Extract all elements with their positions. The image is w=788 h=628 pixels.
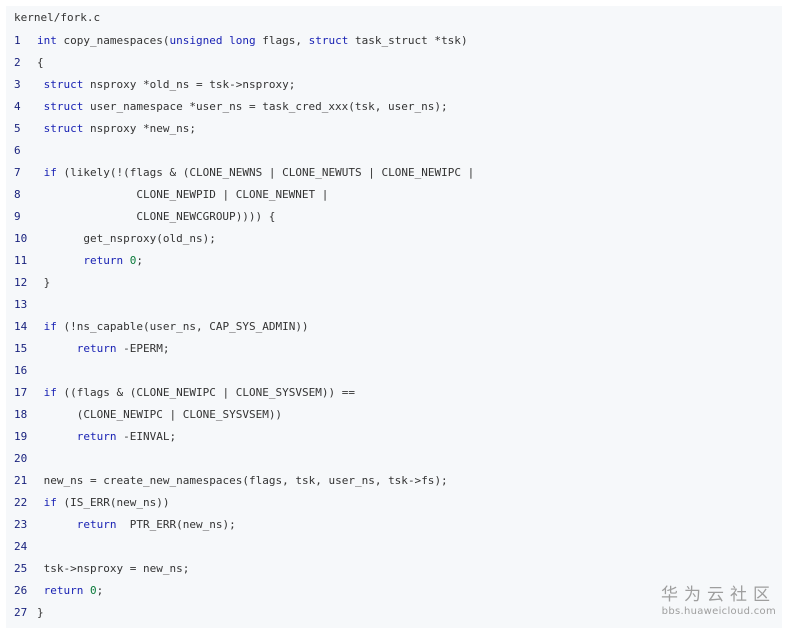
line-code: CLONE_NEWCGROUP)))) { [136,210,276,223]
line-number: 15 [14,342,28,355]
code-line: 5 struct nsproxy *new_ns; [6,118,782,140]
line-code: (CLONE_NEWIPC | CLONE_SYSVSEM)) [37,408,283,421]
line-code: return -EINVAL; [76,430,177,443]
line-number: 19 [14,430,28,443]
line-code: if ((flags & (CLONE_NEWIPC | CLONE_SYSVS… [43,386,355,399]
line-number: 23 [14,518,28,531]
code-line: 4 struct user_namespace *user_ns = task_… [6,96,782,118]
code-block: kernel/fork.c 1 int copy_namespaces(unsig… [6,6,782,628]
line-code: struct user_namespace *user_ns = task_cr… [43,100,448,113]
line-number: 5 [14,122,21,135]
line-number: 1 [14,34,21,47]
code-line: 21 new_ns = create_new_namespaces(flags,… [6,470,782,492]
code-line: 10 get_nsproxy(old_ns); [6,228,782,250]
watermark-title: 华为云社区 [661,585,776,605]
code-line: 15 return -EPERM; [6,338,782,360]
line-number: 16 [14,364,28,377]
line-code: } [37,276,51,289]
line-code: int copy_namespaces(unsigned long flags,… [37,34,468,47]
code-line: 6 [6,140,782,162]
line-code: { [37,56,44,69]
line-number: 11 [14,254,28,267]
line-number: 18 [14,408,28,421]
line-number: 14 [14,320,28,333]
code-line: 23 return PTR_ERR(new_ns); [6,514,782,536]
line-code: return 0; [43,584,104,597]
code-line: 8 CLONE_NEWPID | CLONE_NEWNET | [6,184,782,206]
code-line: 12 } [6,272,782,294]
line-code: new_ns = create_new_namespaces(flags, ts… [43,474,448,487]
line-number: 26 [14,584,28,597]
code-line: 25 tsk->nsproxy = new_ns; [6,558,782,580]
code-lines: 1 int copy_namespaces(unsigned long flags… [6,30,782,624]
line-code: struct nsproxy *new_ns; [43,122,196,135]
line-number: 6 [14,144,21,157]
line-number: 3 [14,78,21,91]
code-line: 1 int copy_namespaces(unsigned long flags… [6,30,782,52]
line-number: 4 [14,100,21,113]
line-number: 20 [14,452,28,465]
line-number: 12 [14,276,28,289]
code-line: 13 [6,294,782,316]
watermark: 华为云社区 bbs.huaweicloud.com [661,584,776,618]
code-line: 20 [6,448,782,470]
code-line: 7 if (likely(!(flags & (CLONE_NEWNS | CL… [6,162,782,184]
code-line: 17 if ((flags & (CLONE_NEWIPC | CLONE_SY… [6,382,782,404]
line-code: if (likely(!(flags & (CLONE_NEWNS | CLON… [43,166,475,179]
code-line: 19 return -EINVAL; [6,426,782,448]
code-line: 18 (CLONE_NEWIPC | CLONE_SYSVSEM)) [6,404,782,426]
line-code: if (!ns_capable(user_ns, CAP_SYS_ADMIN)) [43,320,309,333]
line-code: get_nsproxy(old_ns); [83,232,216,245]
line-number: 27 [14,606,28,619]
line-number: 24 [14,540,28,553]
code-line: 9 CLONE_NEWCGROUP)))) { [6,206,782,228]
line-number: 22 [14,496,28,509]
line-number: 13 [14,298,28,311]
line-code: return 0; [83,254,143,267]
line-number: 17 [14,386,28,399]
line-code: if (IS_ERR(new_ns)) [43,496,170,509]
line-code: return -EPERM; [76,342,170,355]
line-code: CLONE_NEWPID | CLONE_NEWNET | [136,188,329,201]
line-number: 25 [14,562,28,575]
line-code: } [37,606,44,619]
code-line: 2{ [6,52,782,74]
line-code: return PTR_ERR(new_ns); [76,518,236,531]
code-line: 27} [6,602,782,624]
watermark-url: bbs.huaweicloud.com [661,606,776,617]
code-line: 11 return 0; [6,250,782,272]
code-line: 3 struct nsproxy *old_ns = tsk->nsproxy; [6,74,782,96]
code-line: 14 if (!ns_capable(user_ns, CAP_SYS_ADMI… [6,316,782,338]
code-line: 26 return 0; [6,580,782,602]
code-line: 24 [6,536,782,558]
line-code: struct nsproxy *old_ns = tsk->nsproxy; [43,78,296,91]
line-code: tsk->nsproxy = new_ns; [43,562,190,575]
line-number: 9 [14,210,21,223]
file-title: kernel/fork.c [14,11,101,24]
line-number: 10 [14,232,28,245]
line-number: 2 [14,56,21,69]
code-line: 22 if (IS_ERR(new_ns)) [6,492,782,514]
code-line: 16 [6,360,782,382]
line-number: 8 [14,188,21,201]
line-number: 7 [14,166,21,179]
line-number: 21 [14,474,28,487]
